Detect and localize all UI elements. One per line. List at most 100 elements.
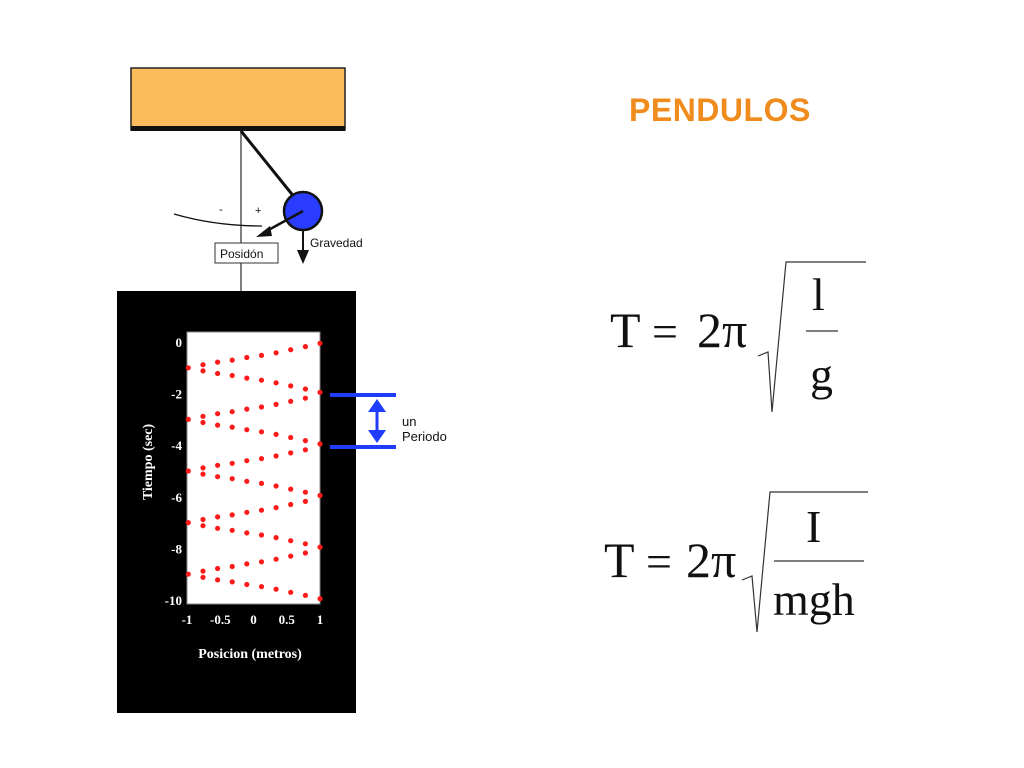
x-tick-label: 0.5 — [279, 612, 296, 627]
plot-point — [288, 553, 294, 559]
formula1-equals: = — [652, 306, 678, 357]
y-tick-label: -10 — [165, 593, 182, 608]
plot-point — [302, 489, 308, 495]
x-tick-label: -0.5 — [210, 612, 231, 627]
plot-point — [317, 492, 323, 499]
minus-sign: - — [219, 204, 223, 216]
plot-point — [273, 453, 279, 459]
plot-point — [229, 372, 235, 379]
y-tick-labels: 0-2-4-6-8-10 — [165, 335, 183, 608]
formula2-equals: = — [646, 536, 672, 587]
plot-point — [317, 340, 323, 346]
plot-point — [244, 478, 250, 484]
formula2-lhs: T — [604, 532, 635, 588]
formula1-denominator: g — [810, 349, 833, 400]
period-arrow-down — [368, 430, 386, 443]
plot-point — [215, 370, 221, 377]
formula-simple-pendulum: T = 2π l g — [610, 261, 866, 413]
plot-point — [244, 530, 250, 536]
plot-point — [215, 411, 221, 417]
plot-point — [215, 565, 221, 572]
plot-point — [200, 413, 206, 419]
plot-point — [273, 505, 279, 511]
pendulum-ceiling — [130, 67, 346, 131]
plot-point — [200, 568, 206, 574]
plot-point — [273, 380, 279, 386]
plot-point — [273, 401, 279, 407]
plot-point — [288, 486, 294, 492]
plot-point — [258, 507, 265, 513]
x-axis-label: Posicion (metros) — [198, 647, 302, 662]
plot-point — [200, 516, 206, 523]
plot-point — [288, 434, 294, 441]
plot-point — [302, 386, 308, 392]
swing-arc — [173, 213, 263, 227]
gravity-label: Gravedad — [310, 236, 363, 250]
plot-point — [215, 474, 221, 480]
plot-point — [229, 357, 235, 363]
plot-point — [215, 525, 221, 531]
y-tick-label: -8 — [171, 541, 182, 556]
plot-point — [244, 354, 250, 361]
plot-point — [185, 571, 191, 577]
plot-point — [244, 561, 250, 567]
plot-point — [302, 541, 308, 547]
plot-point — [288, 398, 294, 404]
plot-point — [302, 447, 308, 453]
plot-point — [229, 476, 235, 482]
slide-title: PENDULOS — [629, 92, 811, 128]
y-tick-label: -6 — [171, 490, 182, 505]
plot-point — [258, 532, 265, 538]
plot-point — [244, 406, 250, 412]
ceiling-block — [130, 67, 346, 131]
plot-point — [273, 586, 279, 592]
plot-point — [200, 362, 206, 368]
plot-points — [185, 340, 323, 602]
plot-point — [185, 365, 191, 371]
formula2-denominator: mgh — [773, 574, 855, 625]
x-tick-label: 1 — [317, 612, 324, 627]
plot-point — [258, 404, 265, 410]
plot-point — [200, 523, 206, 529]
plot-point — [244, 581, 250, 588]
plot-point — [288, 589, 294, 595]
plot-point — [258, 429, 265, 435]
plot-point — [258, 456, 265, 462]
plot-point — [185, 468, 191, 474]
plot-point — [200, 465, 206, 471]
formula-physical-pendulum: T = 2π I mgh — [604, 491, 868, 633]
restoring-force-arrowhead — [256, 226, 272, 237]
plot-point — [200, 471, 206, 477]
plot-point — [288, 383, 294, 389]
formula2-numerator: I — [806, 501, 821, 552]
plot-point — [215, 577, 221, 583]
plot-point — [258, 559, 265, 565]
plot-point — [229, 563, 235, 570]
plot-point — [302, 498, 308, 504]
plot-point — [229, 579, 235, 585]
plot-point — [200, 419, 206, 426]
plot-point — [288, 347, 294, 353]
plot-point — [258, 352, 265, 358]
plot-point — [317, 596, 323, 602]
plot-point — [317, 441, 323, 447]
plot-point — [215, 514, 221, 520]
plot-area — [186, 331, 321, 605]
plot-point — [215, 422, 221, 428]
plot-point — [273, 556, 279, 562]
plot-point — [302, 344, 308, 350]
position-label-box — [214, 242, 279, 264]
plot-point — [185, 520, 191, 526]
plot-point — [273, 535, 279, 541]
plot-point — [244, 509, 250, 515]
plot-point — [229, 527, 235, 533]
formula2-radical — [741, 491, 868, 633]
plot-point — [244, 427, 250, 433]
formula1-lhs: T — [610, 302, 641, 358]
formula1-radical — [757, 261, 866, 413]
plus-sign: + — [255, 205, 261, 217]
formula2-coefficient: 2π — [686, 532, 736, 588]
plot-point — [244, 458, 250, 464]
y-tick-label: -2 — [171, 387, 182, 402]
